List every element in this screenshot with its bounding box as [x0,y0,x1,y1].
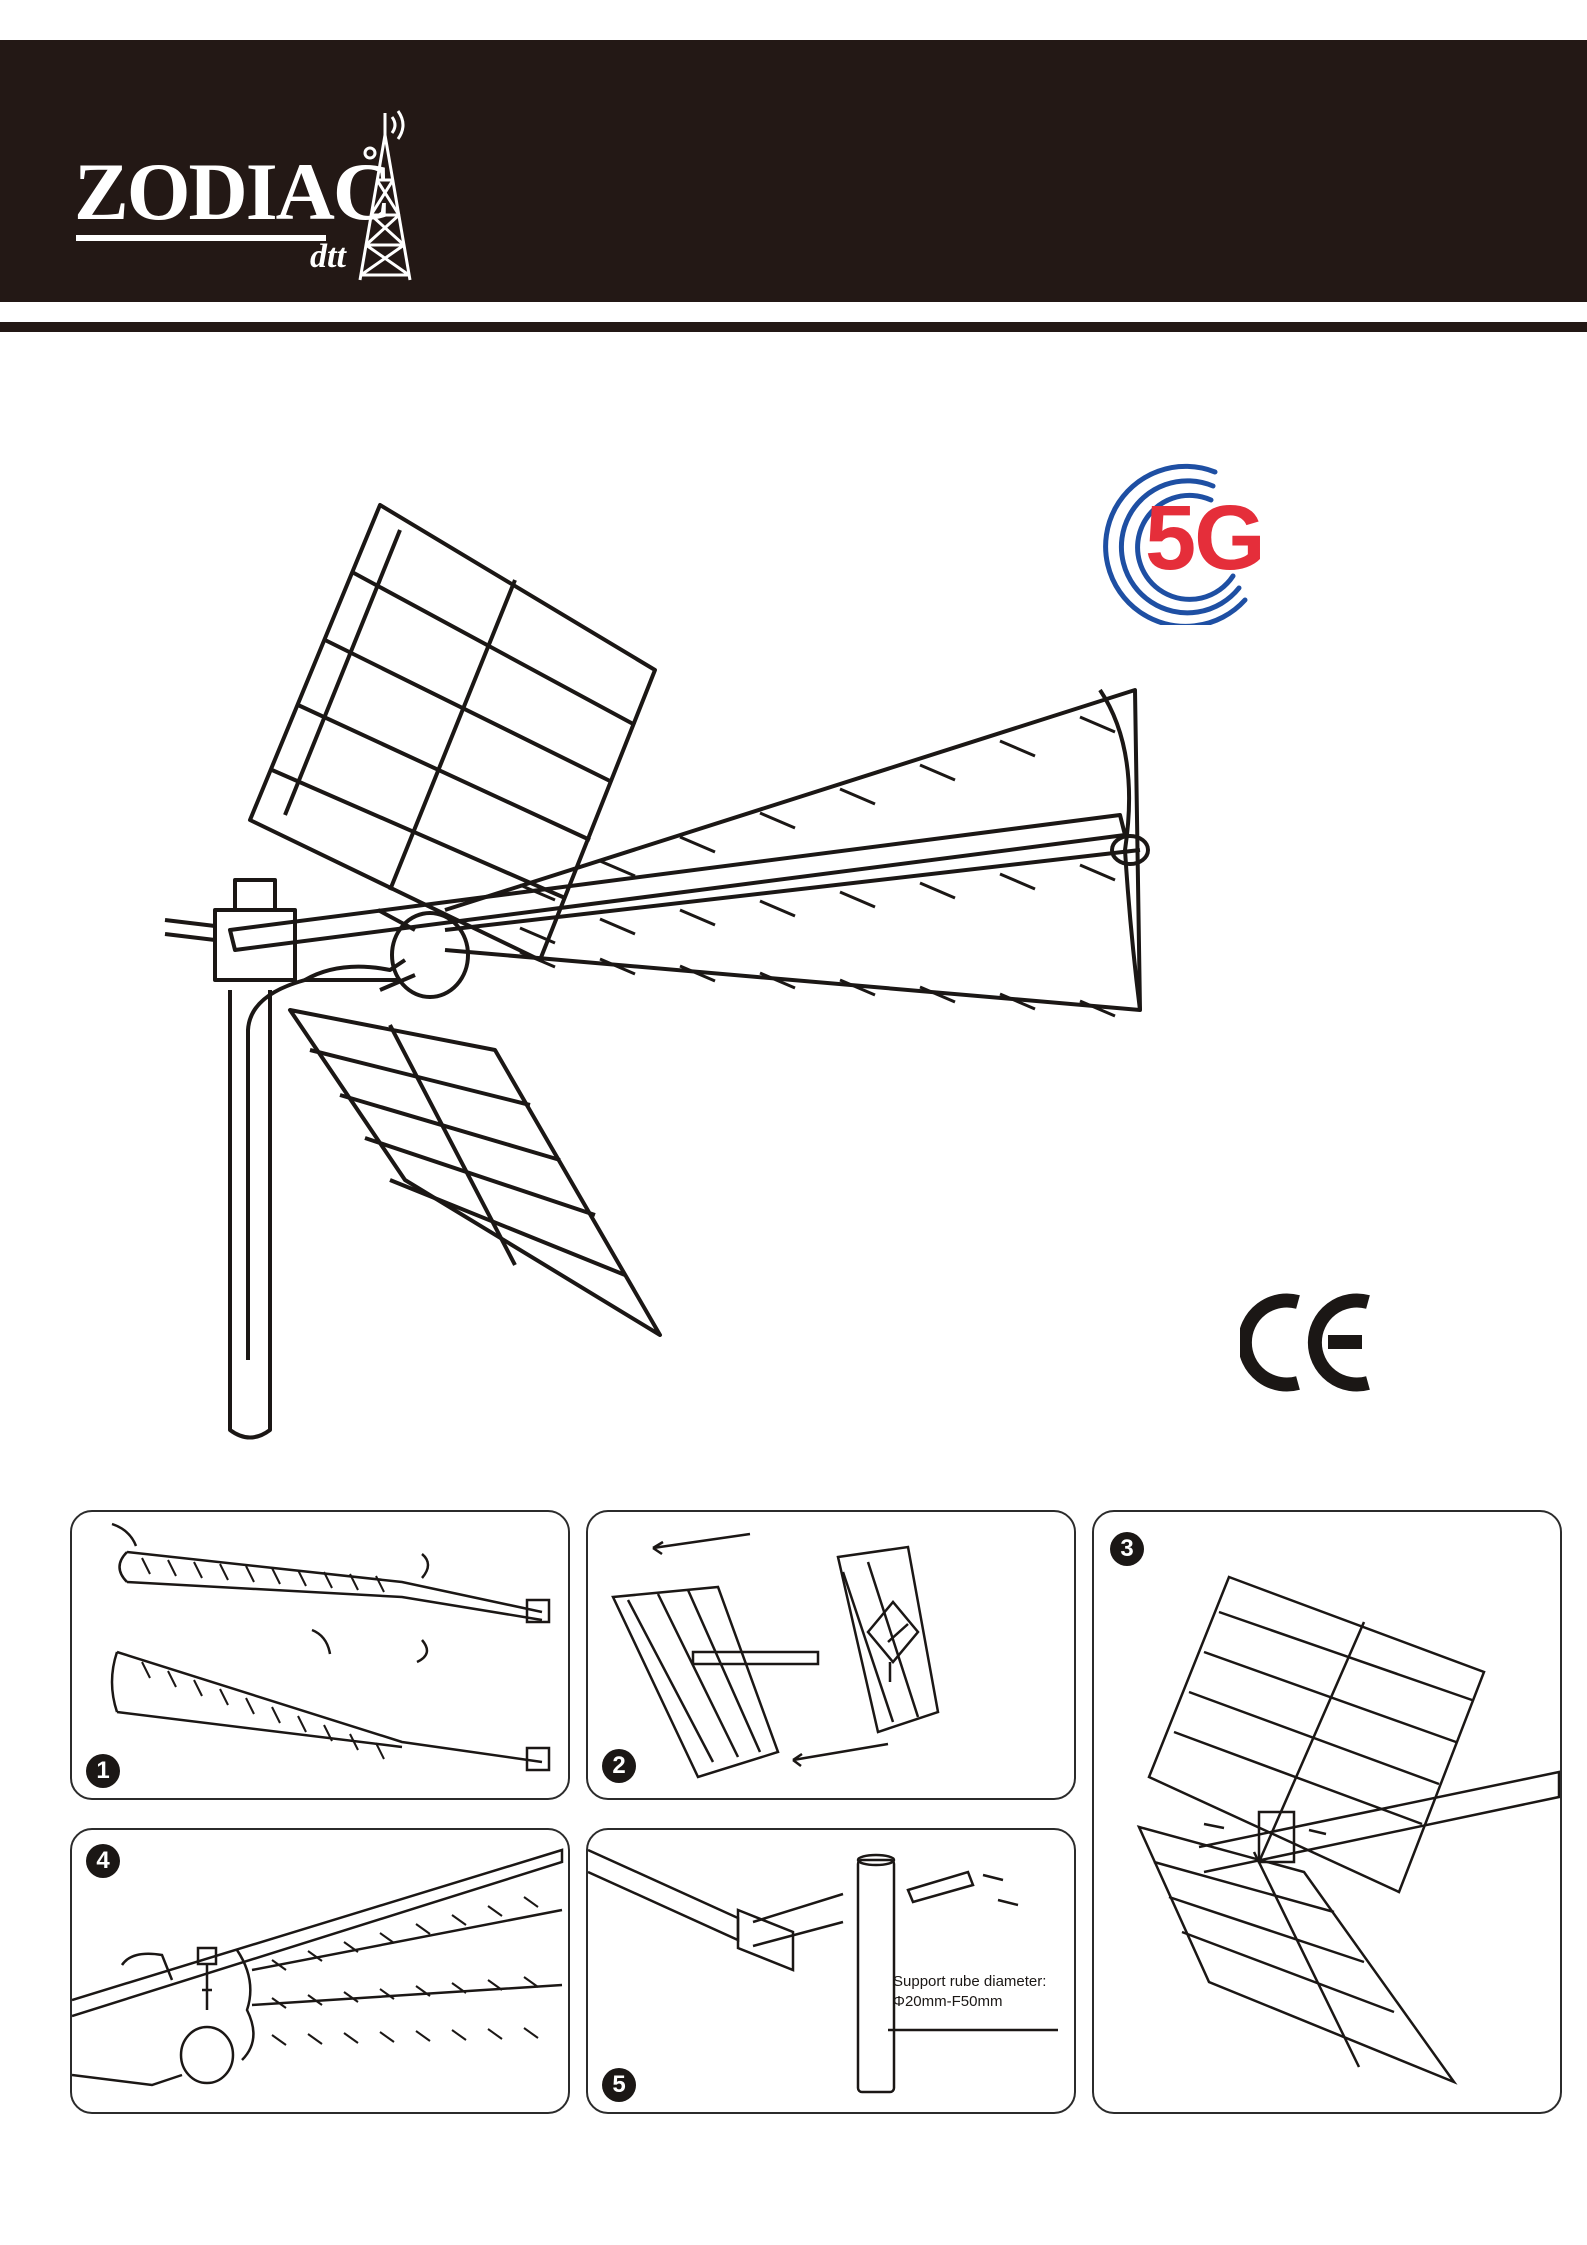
director-rod [524,1977,538,1987]
caption-line-1: Support rube diameter: [893,1972,1046,1992]
director-rod [272,1707,280,1723]
director-rod [272,2035,286,2045]
step-number: 3 [1110,1532,1144,1566]
director-rod [760,901,795,916]
step-panel-4: 4 [70,1828,570,2114]
director-rod [920,883,955,898]
director-rod [168,1560,176,1576]
director-rod [840,892,875,907]
director-rod [840,789,875,804]
director-rod [308,2034,322,2044]
logo-underline [76,235,326,241]
director-rod [142,1558,150,1574]
director-rod [246,1698,254,1714]
folding-elements-diagram [72,1512,568,1798]
director-rod [344,1992,358,2002]
director-rod [1000,741,1035,756]
director-rod [452,1915,466,1925]
step-number: 4 [86,1844,120,1878]
director-rod [298,1716,306,1732]
header-rule [0,322,1587,332]
step-number: 5 [602,2068,636,2102]
director-rod [416,2031,430,2041]
director-rod [246,1566,254,1582]
director-rod [600,919,635,934]
step-number: 2 [602,1749,636,1783]
director-rod [600,861,635,876]
director-rod [220,1564,228,1580]
director-rod [920,765,955,780]
director-rod [168,1671,176,1687]
director-rod [194,1680,202,1696]
step-panel-3: 3 [1092,1510,1562,2114]
director-rod [680,910,715,925]
step-panel-5: Support rube diameter: Φ20mm-F50mm 5 [586,1828,1076,2114]
support-tube-caption: Support rube diameter: Φ20mm-F50mm [893,1972,1046,2012]
step-panel-2: 2 [586,1510,1076,1800]
director-rod [380,1933,394,1943]
director-rod [1000,874,1035,889]
mast-clamp-diagram [588,1830,1074,2112]
director-rod [524,2028,538,2038]
director-rod [680,837,715,852]
director-rod [1080,717,1115,732]
director-rod [344,2033,358,2043]
director-rod [452,2030,466,2040]
director-rod [142,1662,150,1678]
reflector-assembly-diagram [588,1512,1074,1798]
brand-logo: ZODIAC dtt [70,105,430,295]
5g-label: 5G [1145,492,1264,584]
step-panel-1: 1 [70,1510,570,1800]
balun-connection-diagram [72,1830,568,2112]
director-rod [1080,865,1115,880]
header-band: ZODIAC dtt [0,40,1587,302]
director-rod [194,1562,202,1578]
director-rod [380,2032,394,2042]
reflector-mounting-diagram [1094,1512,1560,2112]
director-rod [220,1689,228,1705]
director-rod [488,1906,502,1916]
director-rod [272,1568,280,1584]
director-rod [416,1924,430,1934]
transmission-tower-icon [340,105,430,295]
ce-mark-icon [1240,1290,1380,1395]
antenna-illustration [140,490,1160,1460]
caption-line-2: Φ20mm-F50mm [893,1992,1046,2012]
director-rod [524,1897,538,1907]
step-number: 1 [86,1754,120,1788]
director-rod [488,2029,502,2039]
director-rod [760,813,795,828]
